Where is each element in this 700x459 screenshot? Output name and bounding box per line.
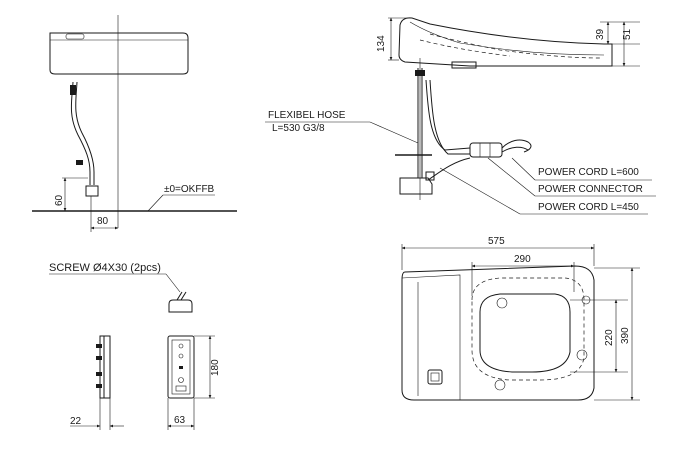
front-dim-height: 60 (54, 194, 65, 206)
side-hose-name: FLEXIBEL HOSE (268, 110, 346, 121)
power-connector-icon (469, 142, 503, 158)
side-dim-top-a: 39 (595, 28, 606, 40)
front-button-panel-icon (65, 33, 85, 40)
bracket-dim-width-a: 22 (70, 416, 82, 427)
side-dim-height: 134 (376, 35, 387, 52)
bracket-dim-width-b: 63 (174, 415, 186, 426)
screw-icon (168, 299, 193, 313)
top-dim-total-width: 575 (488, 236, 505, 247)
top-dim-inner-width: 290 (514, 254, 531, 265)
side-power-connector: POWER CONNECTOR (538, 184, 643, 195)
front-view: 60 80 ±0=OKFFB (32, 15, 237, 232)
side-valve (399, 177, 433, 195)
top-lid-opening (471, 277, 585, 381)
top-seat-ring (479, 293, 571, 373)
front-dim-offset: 80 (97, 216, 109, 227)
top-view: 575 290 220 390 (401, 236, 640, 401)
bracket-view: SCREW Ø4X30 (2pcs) 22 180 63 (49, 262, 221, 430)
top-dim-inner-height: 220 (604, 329, 615, 346)
bracket-screw-label: SCREW Ø4X30 (2pcs) (49, 262, 161, 274)
top-control-panel-icon (427, 369, 443, 385)
bracket-dim-height: 180 (210, 359, 221, 376)
side-dim-top-b: 51 (622, 28, 633, 40)
top-dim-total-height: 390 (620, 327, 631, 344)
side-seat-profile (398, 17, 613, 67)
front-hose (70, 81, 91, 185)
front-floor-reference: ±0=OKFFB (164, 184, 215, 195)
bracket-side-body (99, 335, 111, 399)
side-view: 134 39 51 FLEXIBEL HOSE L=530 G3/8 POWER… (265, 17, 656, 215)
side-power-cord-2: POWER CORD L=450 (538, 202, 639, 213)
top-seat-outline (401, 265, 595, 401)
front-seat-body (49, 32, 189, 75)
side-hose-spec: L=530 G3/8 (272, 123, 325, 134)
side-power-cord-1: POWER CORD L=600 (538, 167, 639, 178)
bracket-front-body (167, 335, 195, 399)
